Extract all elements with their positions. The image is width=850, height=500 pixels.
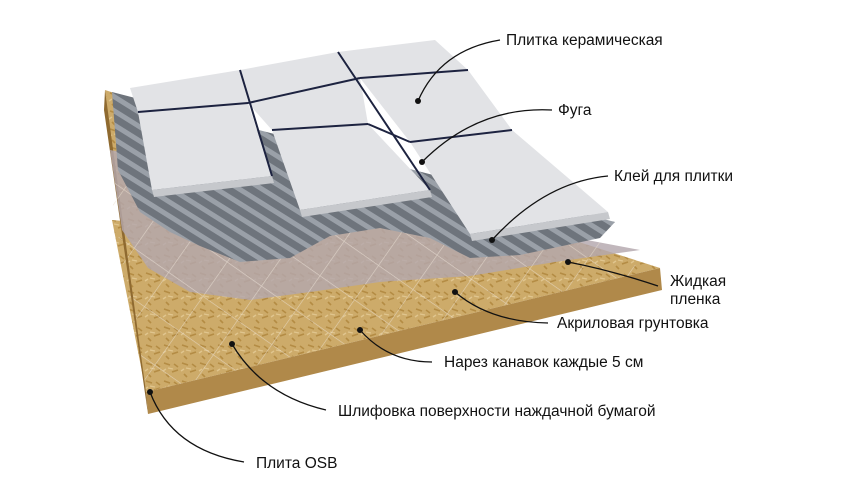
label-tile-adhesive: Клей для плитки <box>614 168 733 185</box>
tile-edge <box>152 176 274 197</box>
label-grout: Фуга <box>558 102 592 119</box>
tile <box>410 130 608 234</box>
leader-line <box>567 261 659 287</box>
label-osb-board: Плита OSB <box>256 455 337 472</box>
leader-dot <box>229 341 235 347</box>
grout-line <box>137 102 249 113</box>
grout-line <box>409 129 513 143</box>
leader-dot <box>415 98 421 104</box>
leader-line <box>491 175 609 241</box>
leader-dot <box>357 327 363 333</box>
callout-osb-board: Плита OSB <box>147 389 337 472</box>
callout-tile-adhesive: Клей для плитки <box>489 168 733 243</box>
callout-ceramic-tile: Плитка керамическая <box>415 32 663 104</box>
label-liquid-film-line2: пленка <box>670 291 721 308</box>
tile <box>240 52 360 103</box>
leader-line <box>421 109 553 163</box>
label-ceramic-tile: Плитка керамическая <box>506 32 663 49</box>
tile-edge <box>470 212 610 241</box>
leader-dot <box>565 259 571 265</box>
tile <box>248 78 368 130</box>
tile <box>272 124 430 210</box>
leader-line <box>231 343 327 411</box>
callout-sanding: Шлифовка поверхности наждачной бумагой <box>229 341 656 420</box>
leader-line <box>454 291 549 324</box>
grout-line <box>337 51 431 191</box>
tile <box>338 40 468 78</box>
leader-line <box>417 39 501 102</box>
grout-line <box>247 77 361 104</box>
osb-front-edge <box>146 268 662 414</box>
leader-dot <box>452 289 458 295</box>
tile <box>130 70 248 112</box>
label-acrylic-primer: Акриловая грунтовка <box>557 315 709 332</box>
callout-acrylic-primer: Акриловая грунтовка <box>452 289 709 332</box>
label-liquid-film-line1: Жидкая <box>670 273 726 290</box>
leader-line <box>149 391 245 463</box>
label-sanding: Шлифовка поверхности наждачной бумагой <box>338 403 656 420</box>
grout-line <box>367 123 411 143</box>
leader-dot <box>419 159 425 165</box>
tile-edge <box>300 190 432 217</box>
callout-liquid-film: Жидкая пленка <box>565 259 726 308</box>
ceramic-tiles <box>130 40 610 241</box>
grout-line <box>359 69 469 79</box>
label-grooves: Нарез канавок каждые 5 см <box>444 354 643 371</box>
tile <box>138 103 272 190</box>
leader-line <box>359 329 433 363</box>
leader-dot <box>147 389 153 395</box>
callout-grout: Фуга <box>419 102 592 165</box>
grout-line <box>239 69 273 177</box>
grout-line <box>271 123 369 131</box>
callout-grooves: Нарез канавок каждые 5 см <box>357 327 643 371</box>
leader-dot <box>489 237 495 243</box>
